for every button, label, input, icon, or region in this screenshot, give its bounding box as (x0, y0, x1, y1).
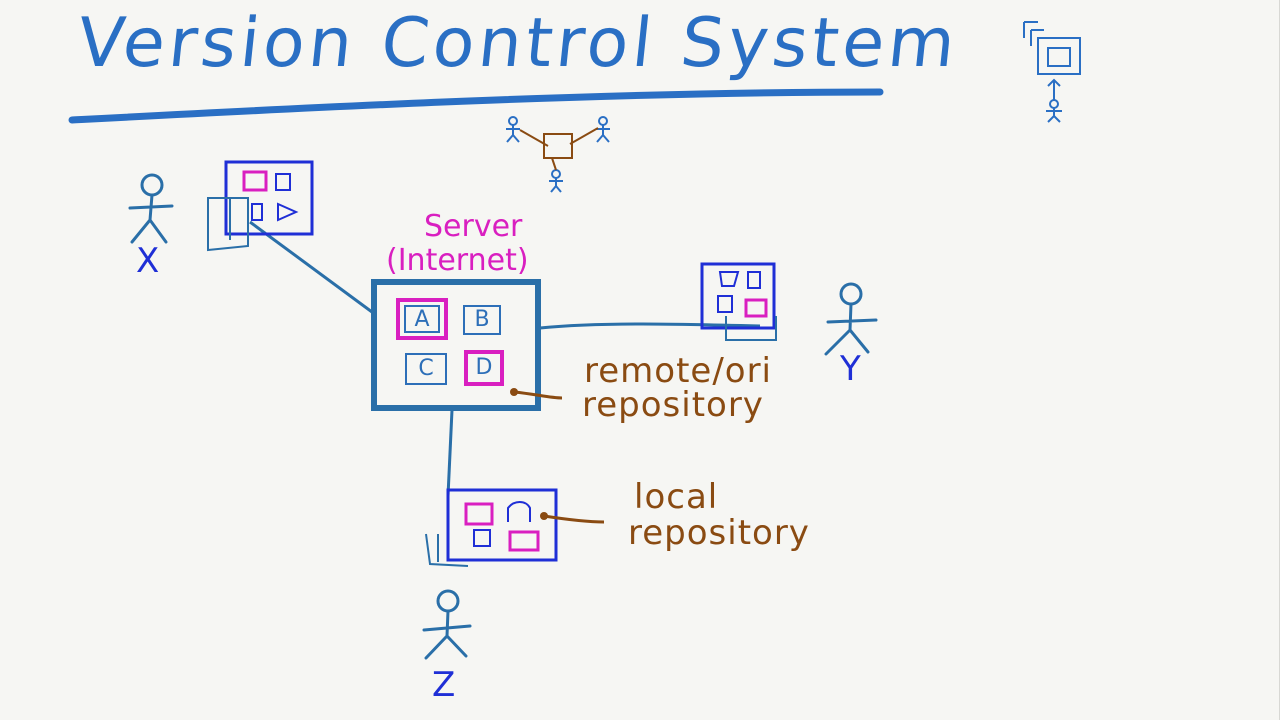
user-x-label: X (136, 241, 160, 281)
y-local-repo-box (700, 262, 776, 330)
x-computer-icon (207, 197, 249, 252)
server-label-line2: (Internet) (386, 243, 529, 278)
user-x-figure (128, 173, 174, 244)
server-file-d: D (475, 355, 493, 380)
z-local-repo-box (446, 488, 558, 562)
repository-sketch-icon (1023, 21, 1081, 123)
server-file-b-box (463, 305, 501, 335)
server-file-b: B (474, 307, 490, 332)
server-box (371, 279, 541, 411)
user-z-label: Z (432, 665, 456, 705)
server-label-line1: Server (424, 209, 523, 244)
server-file-a: A (414, 307, 430, 332)
user-y-figure (824, 282, 878, 356)
remote-label-line1: remote/ori (584, 354, 773, 388)
user-z-figure (422, 589, 472, 660)
z-computer-icon (425, 533, 469, 567)
link-x-server (249, 220, 373, 314)
local-label-line1: local (634, 477, 719, 517)
server-file-c-box (405, 353, 447, 385)
user-y-label: Y (840, 349, 861, 389)
remote-annotation-arrow (513, 390, 563, 400)
y-computer-icon (725, 316, 777, 341)
link-z-server (446, 409, 454, 497)
local-label-line2: repository (628, 513, 810, 553)
page-title: Version Control System (73, 4, 963, 83)
server-file-d-box (464, 350, 504, 386)
server-file-a-box (396, 298, 448, 340)
remote-label-line2: repository (582, 385, 764, 425)
title-underline (68, 88, 884, 124)
network-sketch-icon (506, 116, 610, 193)
server-file-c: C (418, 356, 434, 381)
link-y-server (539, 322, 761, 330)
local-annotation-arrow (543, 514, 605, 524)
